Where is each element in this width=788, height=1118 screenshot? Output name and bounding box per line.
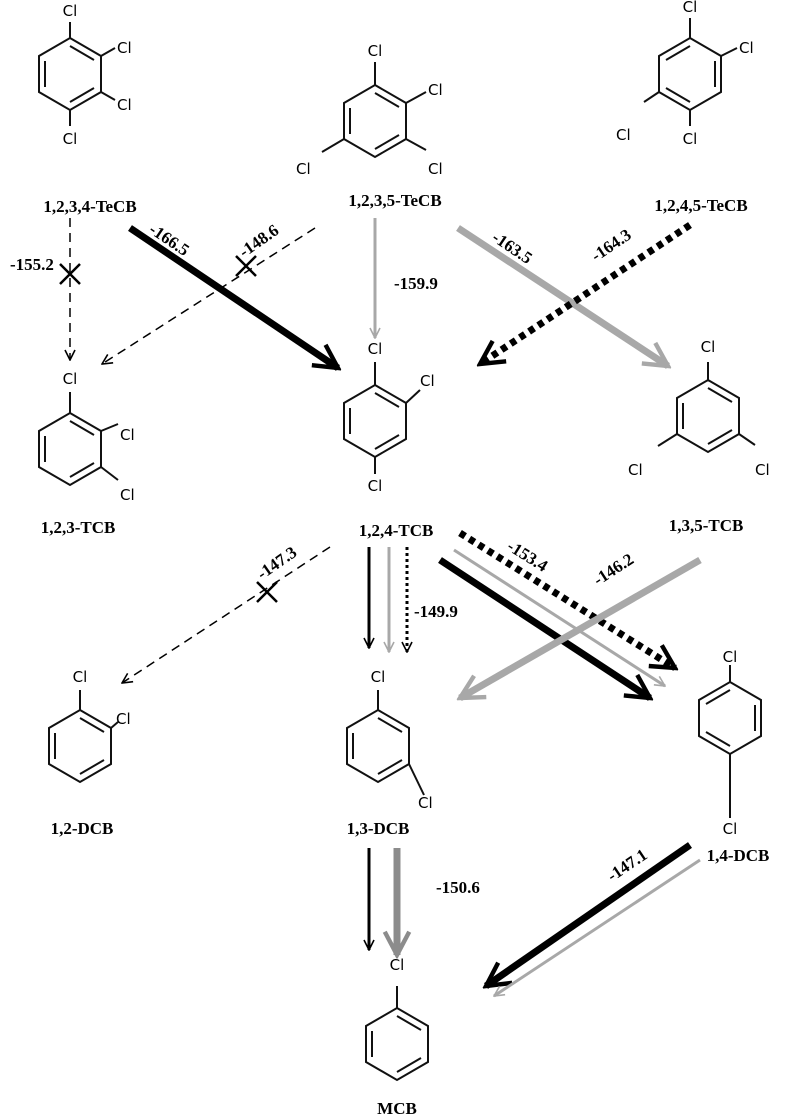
molecule-name: 1,2,3,5-TeCB bbox=[348, 191, 441, 210]
arrow-1245tecb-to-124tcb bbox=[480, 222, 692, 367]
molecule-name: 1,2,4-TCB bbox=[359, 521, 434, 540]
chlorine-label: Cl bbox=[63, 130, 78, 148]
arrow-1235tecb-to-123tcb bbox=[102, 227, 316, 364]
chlorine-label: Cl bbox=[628, 461, 643, 479]
chlorine-label: Cl bbox=[117, 96, 132, 114]
chlorine-label: Cl bbox=[739, 39, 754, 57]
chlorine-label: Cl bbox=[371, 668, 386, 686]
chlorine-label: Cl bbox=[368, 340, 383, 358]
molecule-name: 1,4-DCB bbox=[707, 846, 770, 865]
blocked-cross-mark bbox=[235, 255, 257, 277]
chlorine-label: Cl bbox=[701, 338, 716, 356]
pathway-value: -149.9 bbox=[414, 602, 458, 621]
chlorine-label: Cl bbox=[296, 160, 311, 178]
chlorine-label: Cl bbox=[420, 372, 435, 390]
arrow-124tcb-to-14dcb-black bbox=[438, 557, 650, 701]
chlorine-label: Cl bbox=[368, 477, 383, 495]
arrow-14dcb-to-mcb-black bbox=[486, 842, 692, 989]
arrow-1234tecb-to-124tcb bbox=[128, 225, 338, 371]
arrow-124tcb-to-12dcb bbox=[122, 546, 331, 683]
molecule-mcb: Cl MCB bbox=[365, 956, 429, 1118]
molecule-name: 1,2,4,5-TeCB bbox=[654, 196, 747, 215]
molecule-1234-tecb: Cl Cl Cl Cl 1,2,3,4-TeCB bbox=[38, 2, 137, 216]
pathway-value: -150.6 bbox=[436, 878, 480, 897]
molecule-name: 1,2,3,4-TeCB bbox=[43, 197, 136, 216]
pathway-value: -148.6 bbox=[235, 221, 282, 262]
pathway-value: -146.2 bbox=[590, 549, 637, 589]
molecule-1245-tecb: Cl Cl Cl Cl 1,2,4,5-TeCB bbox=[616, 0, 754, 215]
molecule-name: 1,2-DCB bbox=[51, 819, 114, 838]
arrow-124tcb-to-14dcb-dotted bbox=[458, 530, 675, 671]
arrow-124tcb-to-14dcb-gray bbox=[453, 548, 665, 688]
arrow-1235tecb-to-135tcb bbox=[456, 225, 668, 369]
chlorine-label: Cl bbox=[120, 426, 135, 444]
chlorine-label: Cl bbox=[117, 39, 132, 57]
arrow-14dcb-to-mcb-gray bbox=[494, 858, 701, 998]
chlorine-label: Cl bbox=[616, 126, 631, 144]
arrow-135tcb-to-13dcb bbox=[460, 556, 702, 702]
chlorine-label: Cl bbox=[368, 42, 383, 60]
chlorine-label: Cl bbox=[428, 81, 443, 99]
molecule-name: 1,2,3-TCB bbox=[41, 518, 116, 537]
chlorine-label: Cl bbox=[755, 461, 770, 479]
chlorine-label: Cl bbox=[390, 956, 405, 974]
molecule-13-dcb: Cl Cl 1,3-DCB bbox=[346, 668, 433, 838]
molecule-1235-tecb: Cl Cl Cl Cl 1,2,3,5-TeCB bbox=[296, 42, 443, 210]
molecule-14-dcb: Cl Cl 1,4-DCB bbox=[698, 648, 770, 865]
chlorine-label: Cl bbox=[63, 370, 78, 388]
chlorine-label: Cl bbox=[723, 648, 738, 666]
molecule-name: 1,3,5-TCB bbox=[669, 516, 744, 535]
pathway-value: -153.4 bbox=[504, 536, 552, 576]
molecule-12-dcb: Cl Cl 1,2-DCB bbox=[48, 668, 131, 838]
chlorine-label: Cl bbox=[723, 820, 738, 838]
molecule-name: MCB bbox=[377, 1099, 417, 1118]
molecule-123-tcb: Cl Cl Cl 1,2,3-TCB bbox=[38, 370, 135, 537]
blocked-cross-mark bbox=[256, 581, 278, 603]
chlorine-label: Cl bbox=[120, 486, 135, 504]
pathway-value: -155.2 bbox=[10, 255, 54, 274]
chlorine-label: Cl bbox=[683, 130, 698, 148]
chlorine-label: Cl bbox=[63, 2, 78, 20]
chlorine-label: Cl bbox=[418, 794, 433, 812]
pathway-value: -164.3 bbox=[588, 225, 635, 265]
chlorine-label: Cl bbox=[116, 710, 131, 728]
molecule-135-tcb: Cl Cl Cl 1,3,5-TCB bbox=[628, 338, 770, 535]
chlorine-label: Cl bbox=[428, 160, 443, 178]
pathway-value: -159.9 bbox=[394, 274, 438, 293]
molecule-name: 1,3-DCB bbox=[347, 819, 410, 838]
molecule-124-tcb: Cl Cl Cl 1,2,4-TCB bbox=[343, 340, 435, 540]
chlorine-label: Cl bbox=[73, 668, 88, 686]
pathway-value: -147.3 bbox=[253, 543, 300, 584]
blocked-cross-mark bbox=[59, 263, 81, 285]
chlorine-label: Cl bbox=[683, 0, 698, 16]
